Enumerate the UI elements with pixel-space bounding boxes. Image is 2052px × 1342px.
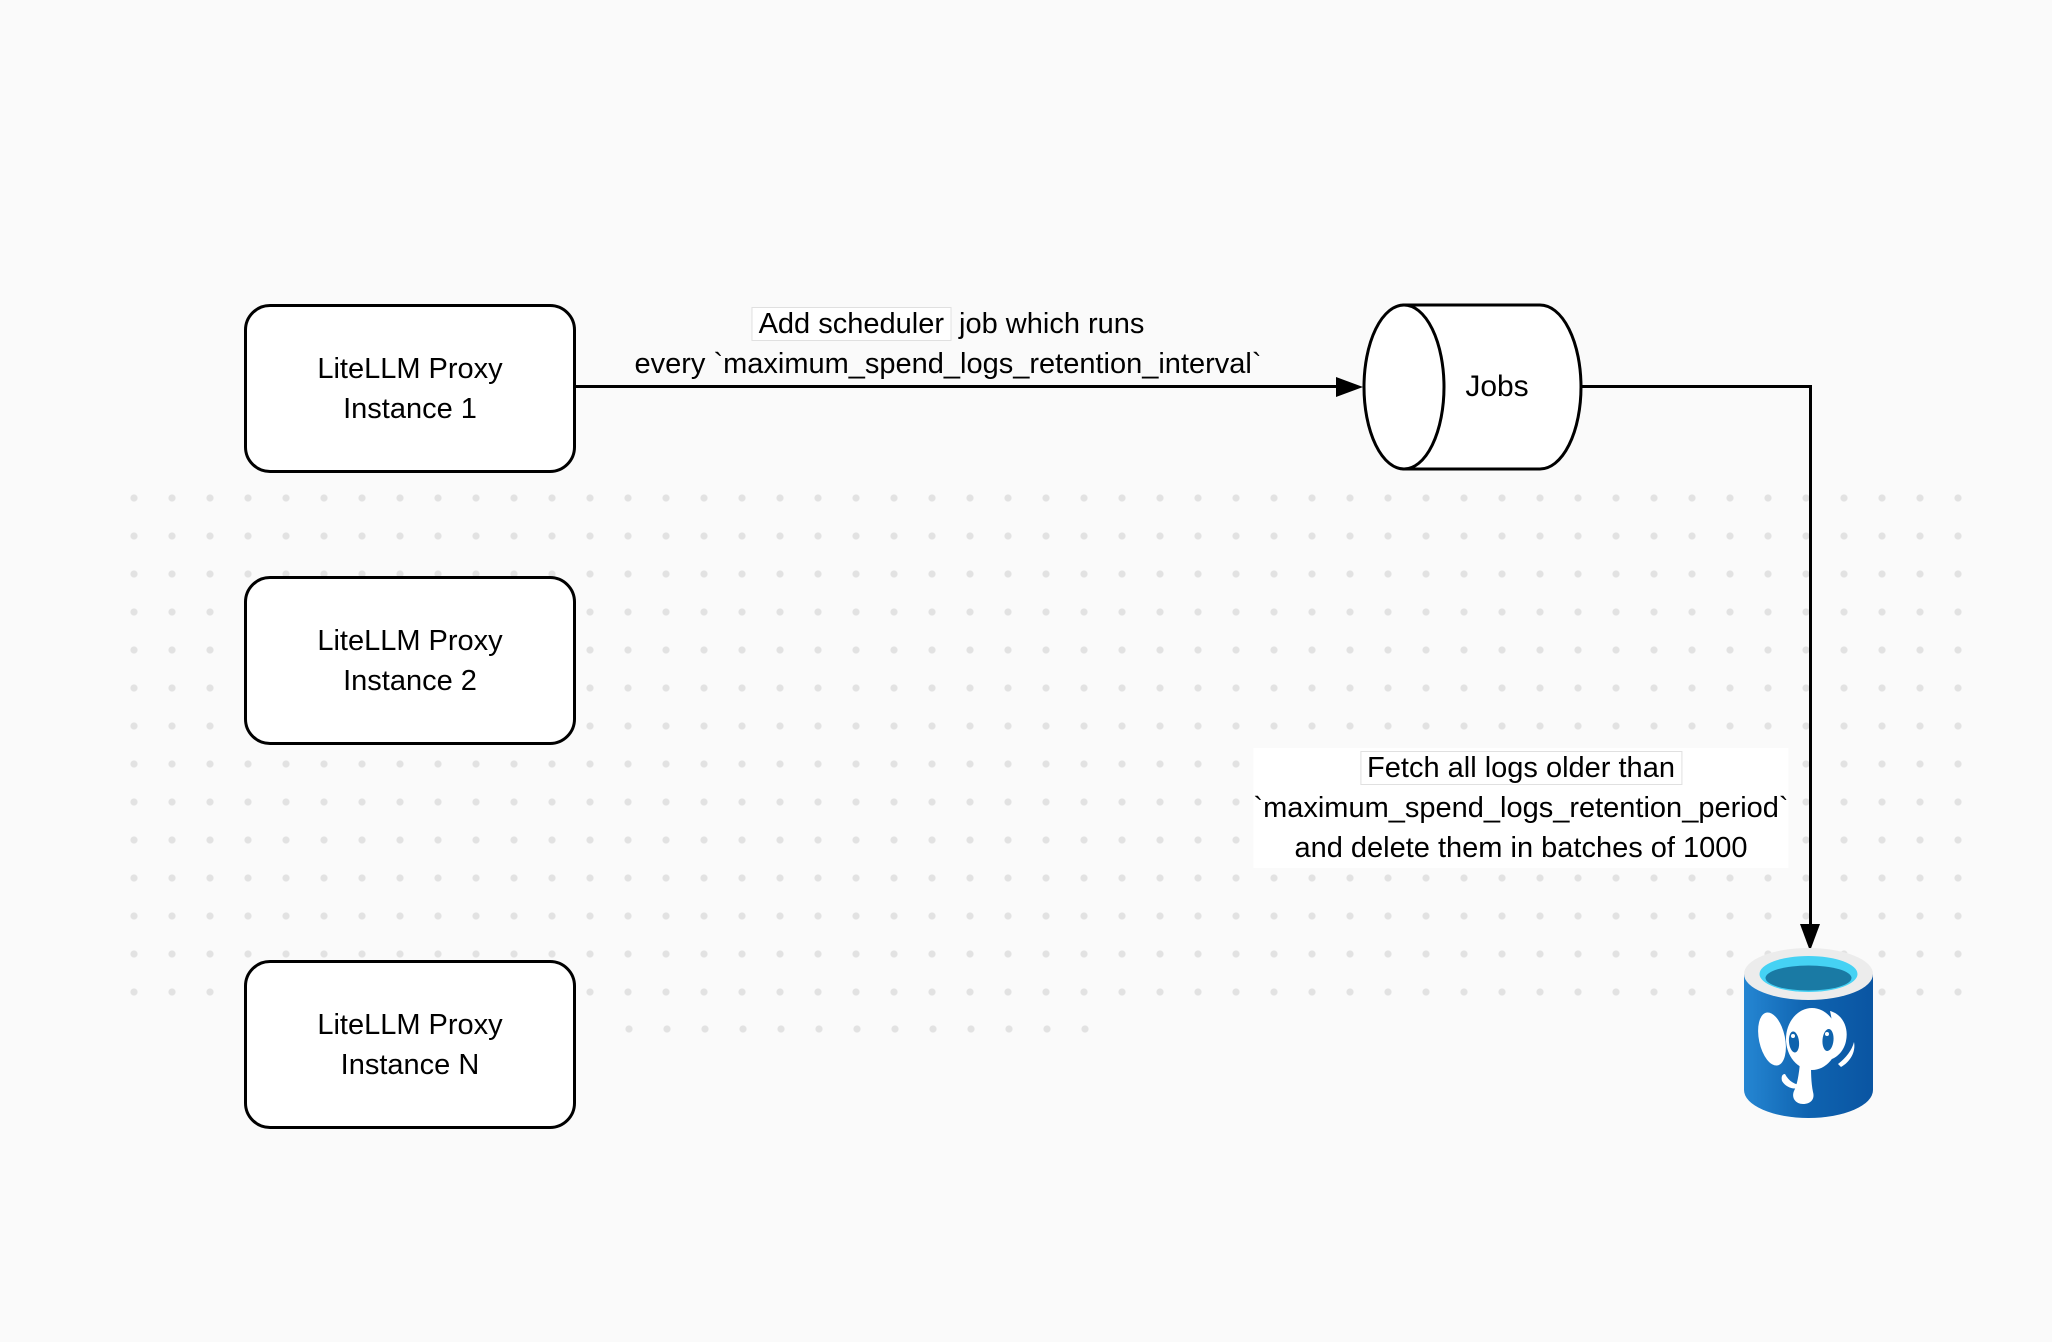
node-label-line1: LiteLLM Proxy	[317, 352, 503, 385]
edge-scheduler-line	[573, 385, 1338, 388]
postgresql-database-icon	[1744, 948, 1873, 1118]
node-label-line2: Instance 2	[343, 664, 477, 697]
elephant-tusk	[1781, 1074, 1804, 1089]
edge-label-delete-logs: Fetch all logs older than `maximum_spend…	[1253, 748, 1789, 868]
arrowhead-right-icon	[1336, 377, 1363, 397]
jobs-queue-cylinder	[1362, 303, 1583, 471]
node-litellm-proxy-instance-2: LiteLLM Proxy Instance 2	[244, 576, 576, 745]
elephant-right-eye-glint	[1825, 1032, 1829, 1036]
elephant-right-ear	[1829, 1011, 1847, 1060]
node-label: LiteLLM Proxy Instance 1	[317, 349, 502, 429]
elephant-mouth-curve	[1838, 1042, 1855, 1067]
jobs-label: Jobs	[1465, 370, 1529, 403]
jobs-cylinder-body	[1402, 303, 1583, 471]
elephant-head	[1786, 1008, 1838, 1070]
edge-label-line: `maximum_spend_logs_retention_period`	[1253, 792, 1789, 824]
node-label: LiteLLM Proxy Instance N	[317, 1005, 502, 1085]
edge-label-highlight-box: Fetch all logs older than	[1360, 751, 1682, 785]
jobs-cylinder-face	[1362, 303, 1446, 471]
edge-label-line: every `maximum_spend_logs_retention_inte…	[634, 348, 1262, 380]
postgres-opening-liquid	[1765, 965, 1852, 991]
postgres-elephant-icon	[1758, 1008, 1855, 1104]
node-label-line1: LiteLLM Proxy	[317, 1008, 503, 1041]
edge-label-line: Fetch all logs older than	[1360, 748, 1682, 788]
elephant-left-eye-glint	[1791, 1034, 1795, 1038]
edge-label-highlight-box: Add scheduler	[751, 307, 951, 341]
edge-delete-line-vertical	[1809, 385, 1812, 926]
node-label-line1: LiteLLM Proxy	[317, 624, 503, 657]
node-label-line2: Instance N	[340, 1048, 480, 1081]
edge-label-line: Add scheduler job which runs	[751, 304, 1145, 344]
node-label-line2: Instance 1	[343, 392, 477, 425]
edge-label-line: and delete them in batches of 1000	[1294, 832, 1748, 864]
edge-delete-line-horizontal	[1581, 385, 1812, 388]
node-label: LiteLLM Proxy Instance 2	[317, 621, 502, 701]
elephant-left-ear	[1758, 1012, 1786, 1066]
elephant-eyes	[1788, 1029, 1834, 1053]
edge-label-scheduler: Add scheduler job which runs every `maxi…	[634, 304, 1262, 384]
elephant-trunk	[1793, 1062, 1814, 1104]
node-litellm-proxy-instance-1: LiteLLM Proxy Instance 1	[244, 304, 576, 473]
edge-label-text: job which runs	[950, 308, 1145, 340]
arrowhead-down-icon	[1800, 924, 1820, 951]
dot-grid-extra-row	[610, 1011, 1102, 1051]
node-litellm-proxy-instance-n: LiteLLM Proxy Instance N	[244, 960, 576, 1129]
